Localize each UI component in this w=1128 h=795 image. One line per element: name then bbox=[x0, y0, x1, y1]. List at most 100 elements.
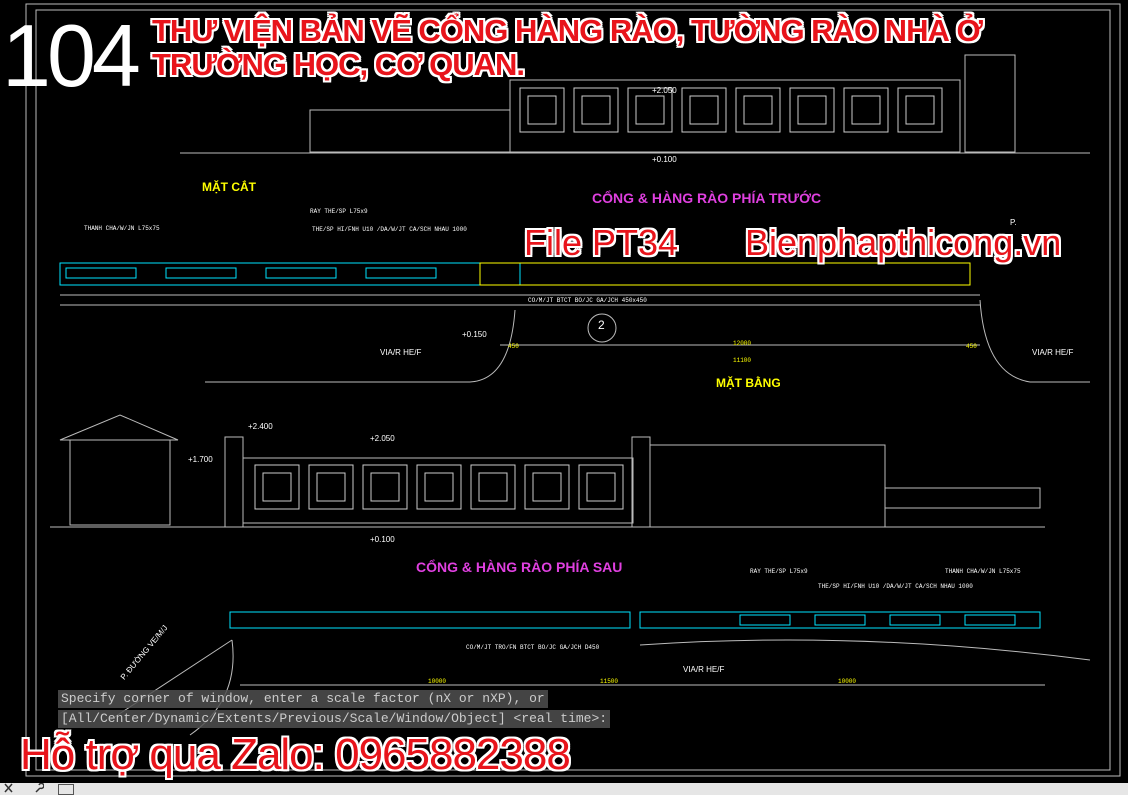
gate-panel-rear bbox=[362, 464, 408, 510]
library-number: 104 bbox=[2, 6, 141, 105]
gate-panel-inner bbox=[905, 95, 935, 125]
plan-panel-left bbox=[165, 267, 237, 279]
support-contact: Hỗ trợ qua Zalo: 0965882388 bbox=[20, 730, 571, 779]
gate-panel-front bbox=[843, 87, 889, 133]
front-gate bbox=[509, 79, 961, 153]
gate-panel-inner bbox=[478, 472, 508, 502]
gate-panel-inner bbox=[581, 95, 611, 125]
gate-section bbox=[309, 109, 511, 153]
gate-panel-front bbox=[789, 87, 835, 133]
plan-fence-left bbox=[59, 262, 521, 286]
plan-panel-left bbox=[265, 267, 337, 279]
gate-panel-inner bbox=[370, 472, 400, 502]
rear-note-rail: RAY THE/SP L75x9 bbox=[750, 568, 808, 575]
plan-note-rail: RAY THE/SP L75x9 bbox=[310, 208, 368, 215]
rear-gate bbox=[242, 457, 634, 524]
rear-plan-panel bbox=[739, 614, 791, 626]
gate-panel-front bbox=[681, 87, 727, 133]
road-label-left: VIA/R HE/F bbox=[380, 348, 422, 357]
plan-fence-right bbox=[479, 262, 971, 286]
road-label-rear: VIA/R HE/F bbox=[683, 665, 725, 674]
gate-panel-rear bbox=[470, 464, 516, 510]
elevation-rear-house: +1.700 bbox=[188, 455, 213, 464]
gate-panel-inner bbox=[586, 472, 616, 502]
command-bar bbox=[0, 783, 1128, 795]
plan-note-chain: THANH CHA/W/JN L75x75 bbox=[84, 225, 160, 232]
dim-10000-left: 10000 bbox=[428, 678, 447, 685]
gate-panel-front bbox=[627, 87, 673, 133]
gate-panel-inner bbox=[851, 95, 881, 125]
gate-panel-front bbox=[519, 87, 565, 133]
rear-railing bbox=[884, 487, 1041, 509]
dim-11100: 11100 bbox=[733, 357, 752, 364]
guard-house-front bbox=[964, 54, 1016, 153]
rear-plan-fence-left bbox=[229, 611, 631, 629]
section-title: MẶT CẮT bbox=[202, 180, 256, 194]
rear-note-column: CO/M/JT TRO/FN BTCT BO/JC GA/JCH D450 bbox=[466, 644, 600, 651]
dim-10000-right: 10000 bbox=[838, 678, 857, 685]
gate-panel-inner bbox=[532, 472, 562, 502]
elevation-plan: +0.150 bbox=[462, 330, 487, 339]
gate-panel-inner bbox=[797, 95, 827, 125]
detail-marker-circle bbox=[587, 313, 617, 343]
gate-panel-inner bbox=[262, 472, 292, 502]
rear-note-steel: THE/SP HI/FNH U10 /DA/W/JT CA/SCH NHAU 1… bbox=[818, 583, 973, 590]
headline: THƯ VIỆN BẢN VẼ CỔNG HÀNG RÀO, TƯỜNG RÀO… bbox=[152, 13, 983, 82]
gate-panel-front bbox=[573, 87, 619, 133]
plan-title: MẶT BẰNG bbox=[716, 376, 781, 390]
gate-panel-front bbox=[735, 87, 781, 133]
gate-panel-inner bbox=[635, 95, 665, 125]
command-history-line-1: Specify corner of window, enter a scale … bbox=[58, 690, 548, 708]
gate-panel-rear bbox=[524, 464, 570, 510]
gate-panel-rear bbox=[416, 464, 462, 510]
rear-plan-panel bbox=[889, 614, 941, 626]
plan-panel-left bbox=[365, 267, 437, 279]
headline-line-2: TRƯỜNG HỌC, CƠ QUAN. bbox=[152, 47, 525, 82]
plan-road-right bbox=[979, 299, 1090, 383]
gate-panel-front bbox=[897, 87, 943, 133]
plan-panel-left bbox=[65, 267, 137, 279]
rear-plan-panel bbox=[814, 614, 866, 626]
elevation-top: +2.050 bbox=[652, 86, 677, 95]
command-history-line-2: [All/Center/Dynamic/Extents/Previous/Sca… bbox=[58, 710, 611, 728]
detail-marker: 2 bbox=[598, 318, 605, 332]
front-elevation-title: CỔNG & HÀNG RÀO PHÍA TRƯỚC bbox=[592, 190, 822, 206]
road-label-right: VIA/R HE/F bbox=[1032, 348, 1074, 357]
gate-panel-rear bbox=[578, 464, 624, 510]
gate-panel-rear bbox=[308, 464, 354, 510]
guard-house-rear bbox=[69, 439, 171, 526]
rear-wall bbox=[649, 444, 886, 528]
dim-11500: 11500 bbox=[600, 678, 619, 685]
rear-plan-panel bbox=[964, 614, 1016, 626]
gate-panel-inner bbox=[424, 472, 454, 502]
plan-note-column: CO/M/JT BTCT BO/JC GA/JCH 450x450 bbox=[528, 297, 647, 304]
elevation-rear-post: +2.400 bbox=[248, 422, 273, 431]
rear-elevation-title: CỔNG & HÀNG RÀO PHÍA SAU bbox=[416, 559, 623, 575]
plan-note-steel: THE/SP HI/FNH U10 /DA/W/JT CA/SCH NHAU 1… bbox=[312, 226, 467, 233]
gate-post-left bbox=[224, 436, 244, 528]
gate-panel-inner bbox=[743, 95, 773, 125]
rear-note-chain: THANH CHA/W/JN L75x75 bbox=[945, 568, 1021, 575]
headline-line-1: THƯ VIỆN BẢN VẼ CỔNG HÀNG RÀO, TƯỜNG RÀO… bbox=[152, 13, 983, 48]
elevation-base: +0.100 bbox=[652, 155, 677, 164]
dim-450-left: 450 bbox=[508, 343, 519, 350]
guard-house-roof bbox=[59, 414, 179, 441]
rear-plan-fence-right bbox=[639, 611, 1041, 629]
gate-panel-inner bbox=[689, 95, 719, 125]
house-label: P. bbox=[1010, 218, 1017, 227]
dim-12000: 12000 bbox=[733, 340, 752, 347]
elevation-rear-base: +0.100 bbox=[370, 535, 395, 544]
file-label: File PT34 bbox=[524, 222, 679, 263]
gate-post-right bbox=[631, 436, 651, 528]
gate-panel-rear bbox=[254, 464, 300, 510]
command-prompt-icon[interactable] bbox=[58, 784, 74, 795]
gate-panel-inner bbox=[316, 472, 346, 502]
close-icon[interactable] bbox=[4, 783, 13, 793]
gate-panel-inner bbox=[527, 95, 557, 125]
site-label: Bienphapthicong.vn bbox=[745, 222, 1062, 263]
elevation-rear-gate: +2.050 bbox=[370, 434, 395, 443]
drawing-inner-border bbox=[35, 9, 1111, 771]
wrench-icon[interactable] bbox=[34, 783, 44, 793]
